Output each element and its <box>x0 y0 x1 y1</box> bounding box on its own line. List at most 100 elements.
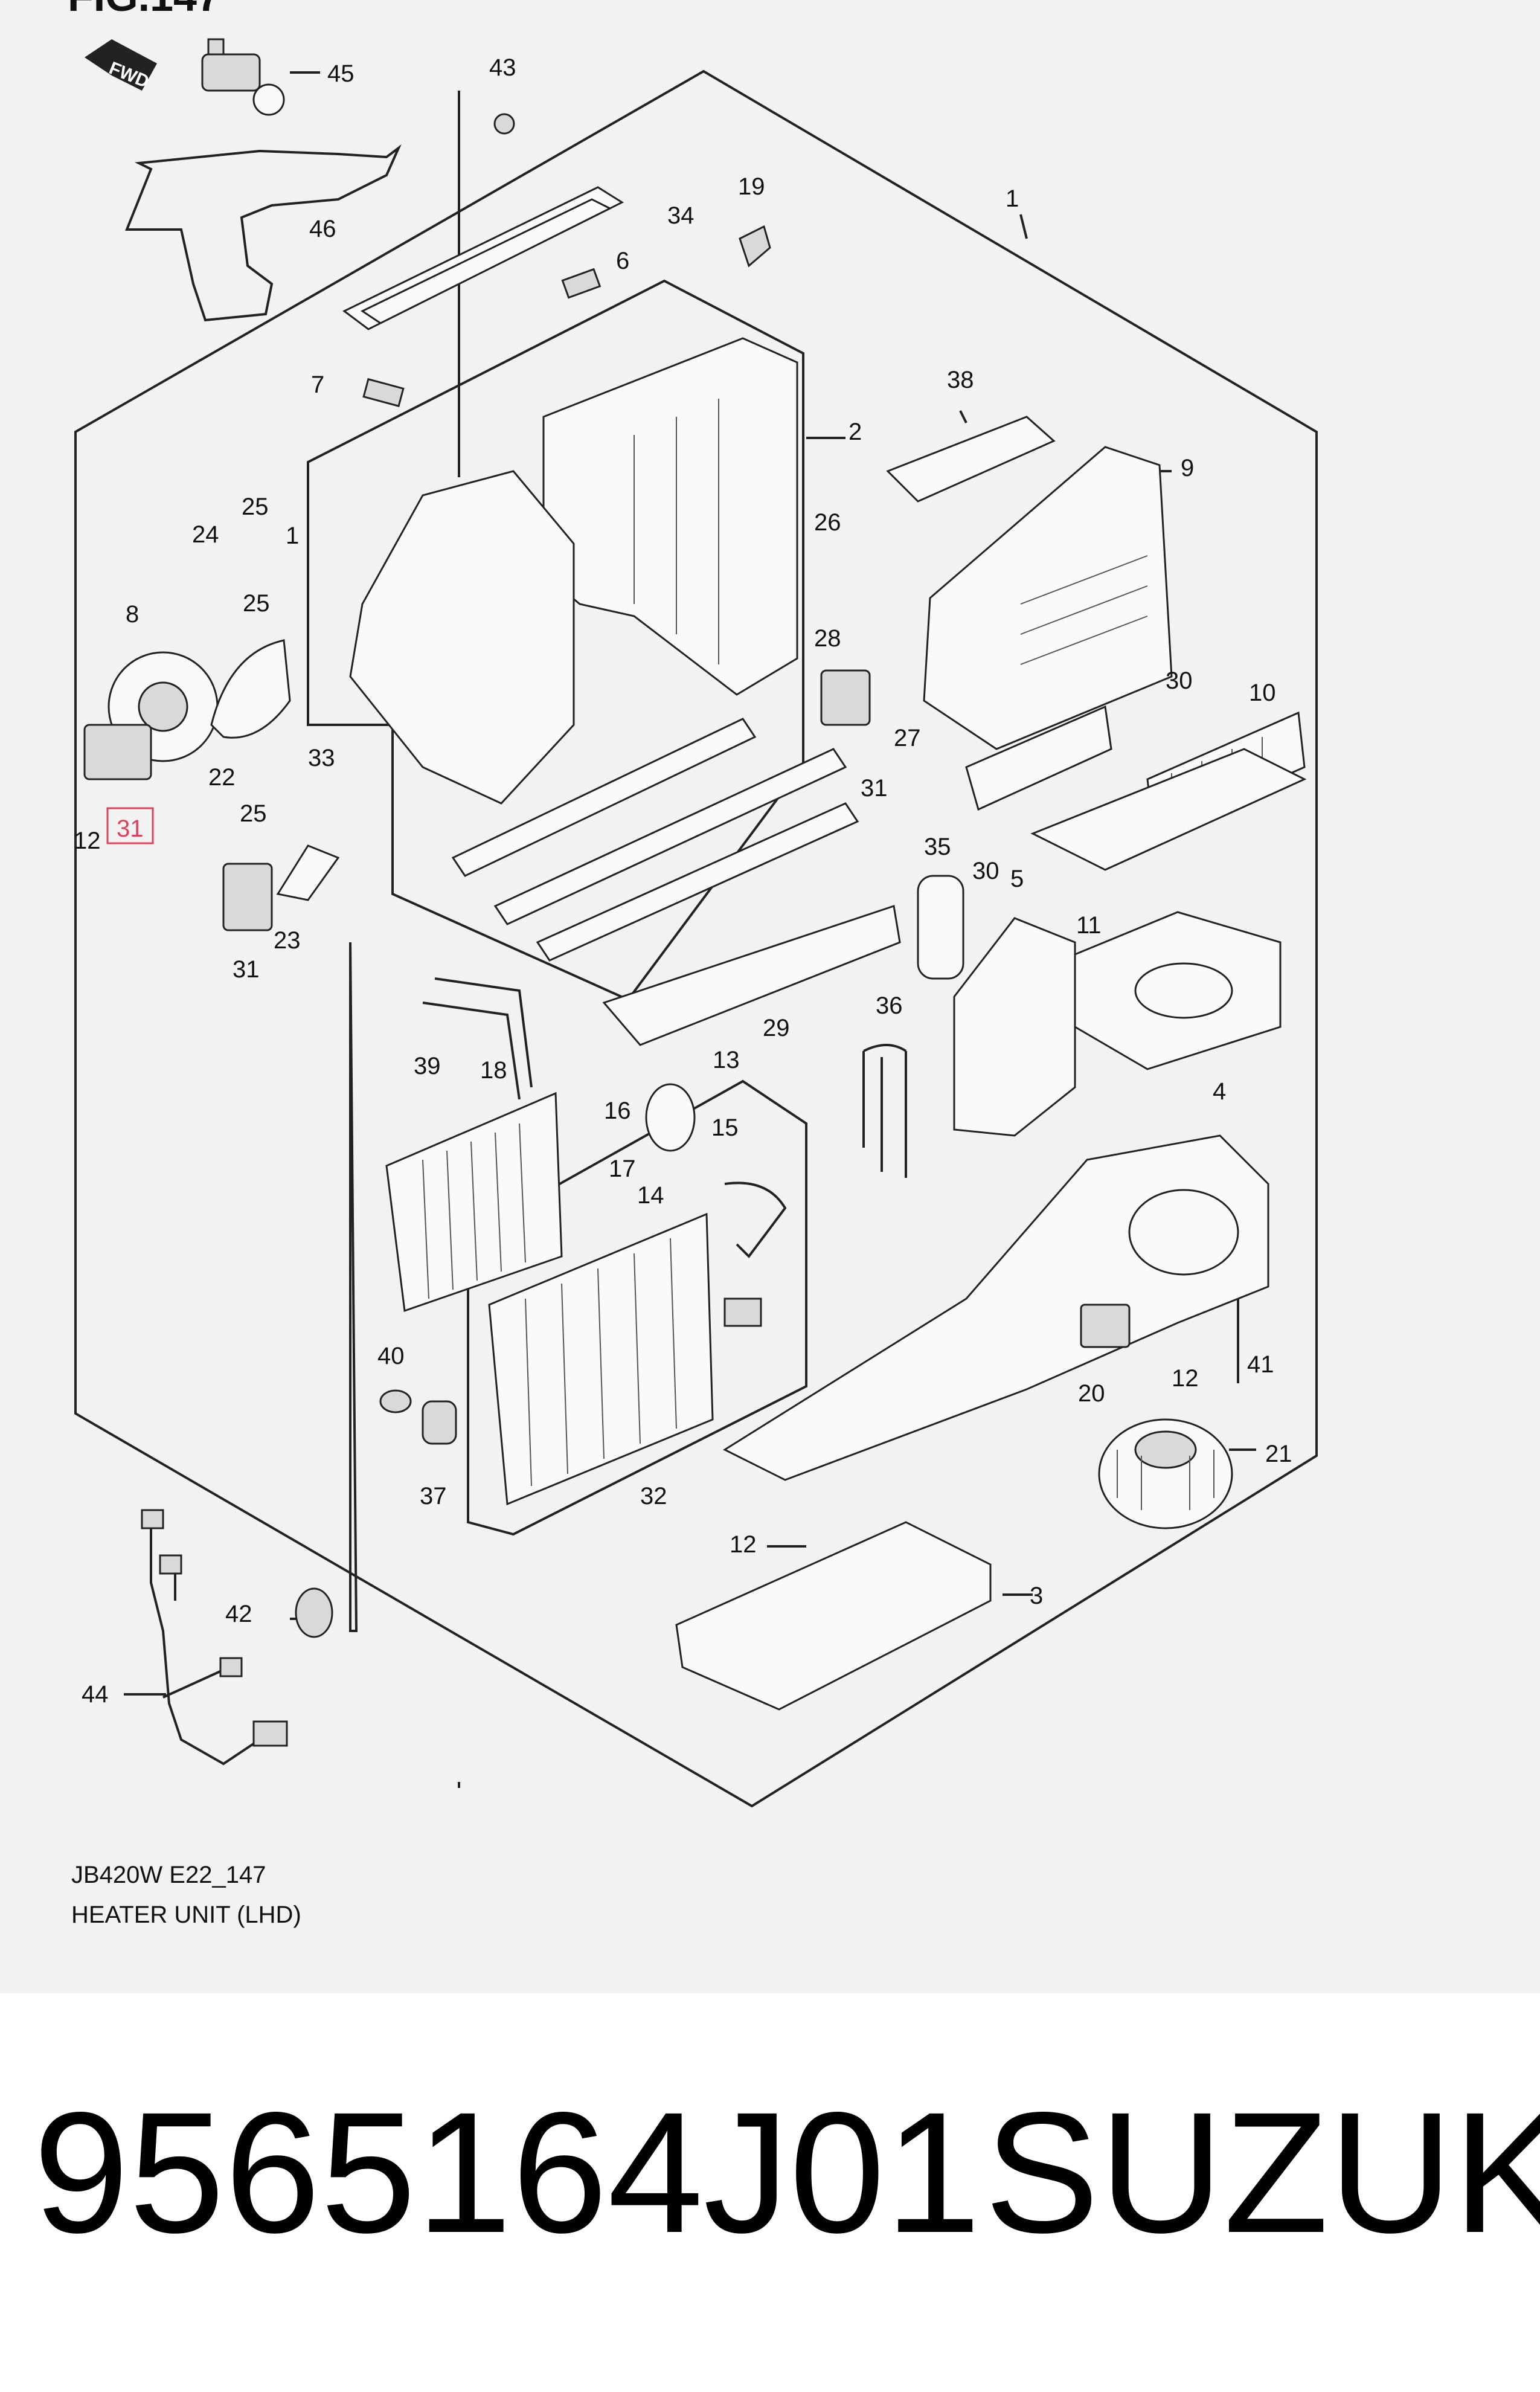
part-22-duct <box>210 639 291 739</box>
part-36-seal <box>862 1044 907 1178</box>
part-11-filter <box>1030 748 1307 871</box>
part-number: 9565164J01 <box>33 2077 981 2269</box>
callout-28: 28 <box>814 625 841 652</box>
part-45-valve <box>201 38 285 116</box>
callout-33: 33 <box>308 745 335 771</box>
exploded-parts-diagram: FIG.147 FWD <box>0 0 1540 1993</box>
evaporator-outline <box>467 1079 807 1536</box>
part-18-heater-core <box>385 977 563 1313</box>
callout-11: 11 <box>1076 912 1102 939</box>
heater-core-outline <box>349 942 358 1632</box>
diagram-drawing: FIG.147 FWD <box>68 0 1318 1808</box>
callout-12-right: 12 <box>1172 1365 1199 1392</box>
part-5-duct <box>953 917 1076 1137</box>
callout-23: 23 <box>274 927 301 954</box>
callout-9: 9 <box>1181 455 1194 481</box>
callout-5: 5 <box>1010 866 1024 892</box>
part-35-seal <box>917 875 964 980</box>
callout-30: 30 <box>1166 667 1193 694</box>
callout-40: 40 <box>377 1343 405 1369</box>
part-21-blower-fan <box>1098 1418 1233 1529</box>
callout-31-highlighted: 31 <box>117 815 144 842</box>
callout-32: 32 <box>640 1483 667 1509</box>
figure-header: FIG.147 <box>68 0 220 20</box>
callout-labels: 45 43 46 34 19 1 6 7 2 38 9 25 24 1 26 2… <box>74 54 1292 1708</box>
part-31a-actuator <box>820 669 871 726</box>
callout-25-third: 25 <box>240 800 267 827</box>
callout-31-highlight <box>106 807 154 844</box>
part-7 <box>362 378 405 408</box>
part-31c-actuator <box>222 863 273 931</box>
part-4-blower-case <box>722 1134 1269 1481</box>
part-2-case <box>349 337 798 805</box>
callout-36: 36 <box>876 992 903 1019</box>
part-20-resistor <box>1080 1304 1131 1348</box>
callout-41: 41 <box>1247 1351 1274 1378</box>
diagram-code: JB420W E22_147 <box>71 1862 266 1888</box>
part-37-grommet <box>422 1400 457 1445</box>
callout-43: 43 <box>489 54 516 81</box>
callout-24: 24 <box>192 521 219 548</box>
part-13-valve-group <box>645 1083 787 1327</box>
fwd-arrow-icon: FWD <box>85 39 157 92</box>
part-31-actuator <box>83 724 152 780</box>
callout-21: 21 <box>1265 1441 1292 1467</box>
callout-4: 4 <box>1213 1078 1226 1105</box>
callout-12-bottom: 12 <box>730 1531 757 1558</box>
assembly-outline <box>74 69 1318 1808</box>
callout-34: 34 <box>667 202 695 229</box>
part-42-grommet <box>295 1587 333 1638</box>
callout-46: 46 <box>309 216 336 242</box>
diagram-title: HEATER UNIT (LHD) <box>71 1902 301 1928</box>
part-23-lever <box>276 844 340 901</box>
callout-26: 26 <box>814 509 841 536</box>
part-30-door <box>965 705 1112 811</box>
callout-20: 20 <box>1078 1380 1105 1407</box>
part-38-seal <box>886 416 1056 503</box>
callout-12-left: 12 <box>74 828 101 854</box>
callout-10: 10 <box>1249 680 1276 706</box>
callout-16: 16 <box>604 1098 631 1124</box>
callout-45: 45 <box>327 60 355 87</box>
part-46-bracket <box>125 144 402 322</box>
callout-15: 15 <box>711 1114 739 1141</box>
part-9-intake <box>923 446 1173 750</box>
callout-17: 17 <box>609 1156 636 1182</box>
part-11-lower-case <box>1074 911 1282 1070</box>
part-29-door-set <box>451 718 901 1046</box>
callout-37: 37 <box>420 1483 447 1509</box>
callout-1-secondary: 1 <box>286 522 299 549</box>
callout-44: 44 <box>82 1681 109 1708</box>
callout-30-lower: 30 <box>972 858 999 884</box>
part-34-frame <box>342 186 624 330</box>
callout-22: 22 <box>208 764 236 791</box>
callout-27: 27 <box>894 725 921 751</box>
part-44-connector-b <box>159 1554 182 1575</box>
brand-name: SUZUKI <box>984 2077 1540 2269</box>
callout-13: 13 <box>713 1047 740 1073</box>
part-44-connector-d <box>252 1720 288 1747</box>
callout-31-right: 31 <box>861 775 888 802</box>
callout-2: 2 <box>849 419 862 445</box>
part-32-evaporator <box>488 1212 714 1506</box>
part-6 <box>561 268 602 299</box>
part-44-connector-c <box>219 1657 243 1677</box>
callout-1: 1 <box>1006 185 1019 212</box>
callout-39: 39 <box>414 1053 441 1079</box>
part-40-clip <box>379 1389 412 1413</box>
part-43-nut <box>493 113 515 135</box>
callout-6: 6 <box>616 248 629 274</box>
callout-3: 3 <box>1030 1583 1043 1609</box>
callout-18: 18 <box>480 1057 507 1084</box>
callout-42: 42 <box>225 1601 252 1627</box>
callout-25: 25 <box>242 494 269 520</box>
callout-35: 35 <box>924 834 951 860</box>
callout-29: 29 <box>763 1015 790 1041</box>
part-44-connector-a <box>141 1509 164 1529</box>
part-19-clip <box>739 225 771 268</box>
callout-14: 14 <box>637 1182 664 1209</box>
callout-25-second: 25 <box>243 590 270 617</box>
callout-19: 19 <box>738 173 765 200</box>
callout-31-lower: 31 <box>233 956 260 983</box>
callout-38: 38 <box>947 367 974 393</box>
